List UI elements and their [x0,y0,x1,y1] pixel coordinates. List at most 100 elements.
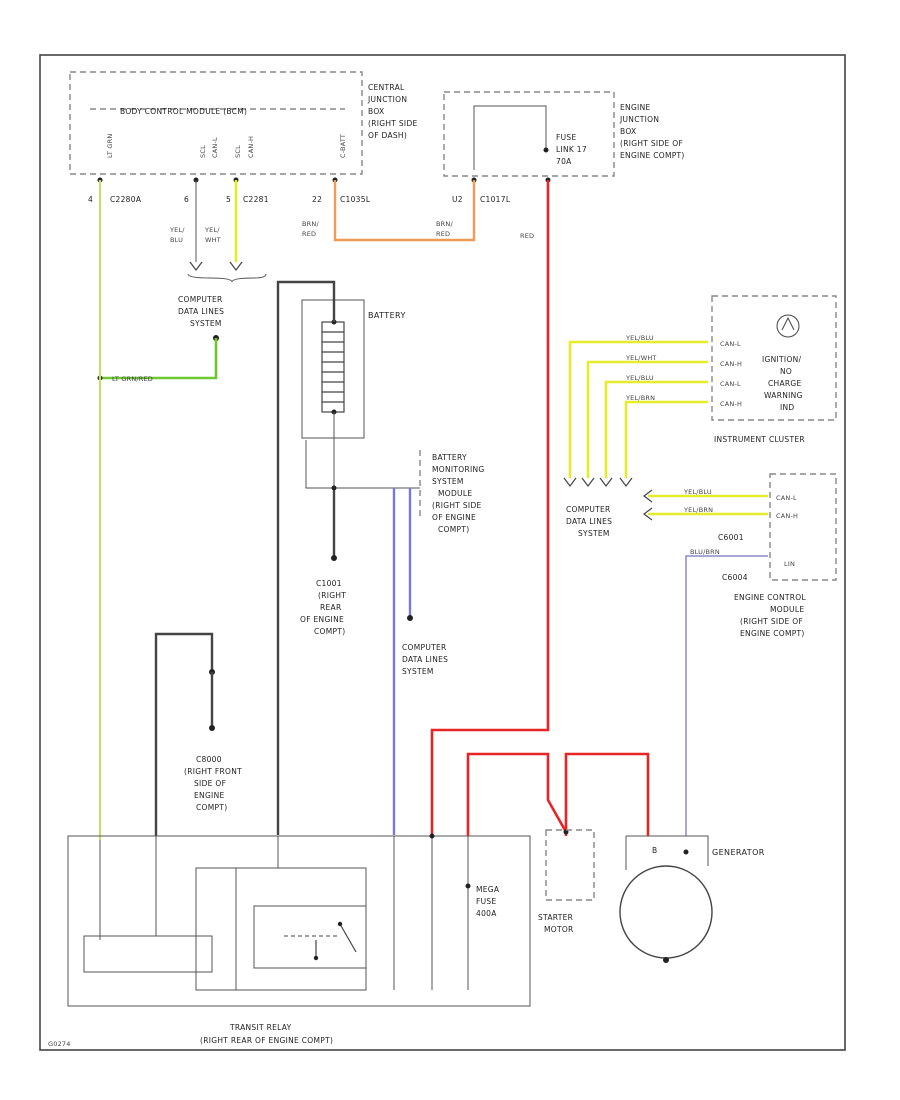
svg-text:CENTRAL: CENTRAL [368,83,405,92]
cdl-right-label: COMPUTER DATA LINES SYSTEM [566,505,612,538]
connector-c1035l: C1035L [340,195,371,204]
charge-warning-lamp-icon [776,314,800,338]
svg-text:SIDE OF: SIDE OF [194,779,226,788]
svg-text:LIN: LIN [784,560,795,568]
generator-terminal: B [652,846,657,855]
svg-text:BRN/: BRN/ [302,220,319,228]
svg-text:SYSTEM: SYSTEM [190,319,222,328]
svg-text:STARTER: STARTER [538,913,573,922]
ecm-lin-wire [685,555,768,836]
bcm-pin-5: CAN-H [247,136,255,158]
bcm-connectors [97,177,551,183]
svg-text:JUNCTION: JUNCTION [367,95,407,104]
svg-text:400A: 400A [476,909,497,918]
svg-text:(RIGHT: (RIGHT [318,591,346,600]
brn-red-labels: BRN/ RED BRN/ RED [302,220,453,238]
connector-c1017l: C1017L [480,195,511,204]
svg-text:BRN/: BRN/ [436,220,453,228]
svg-text:YEL/BLU: YEL/BLU [625,374,654,382]
svg-text:(RIGHT REAR OF ENGINE COMPT): (RIGHT REAR OF ENGINE COMPT) [200,1036,333,1045]
red-main-wire [430,180,550,835]
svg-text:ENGINE COMPT): ENGINE COMPT) [620,151,685,160]
footer-code: G0274 [48,1040,71,1048]
red-starter-wire [466,752,568,836]
data-line-brace [187,273,267,283]
svg-text:YEL/WHT: YEL/WHT [625,354,657,362]
bcm-pin-2: SCL [199,145,207,158]
battery-label: BATTERY [368,311,406,320]
pin-6: 6 [184,195,189,204]
svg-text:YEL/BRN: YEL/BRN [683,506,713,514]
svg-text:ENGINE: ENGINE [620,103,651,112]
svg-text:FUSE: FUSE [556,133,577,142]
ecm-pin-labels: CAN-L CAN-H LIN [776,494,798,568]
starter-label: STARTER MOTOR [538,913,573,934]
data-line-arrows [189,261,243,271]
bcm-module-box [69,71,363,175]
svg-text:DATA LINES: DATA LINES [402,655,448,664]
ground-c8000 [209,725,215,731]
svg-text:CAN-L: CAN-L [720,340,741,348]
svg-text:ENGINE COMPT): ENGINE COMPT) [740,629,805,638]
svg-text:SYSTEM: SYSTEM [578,529,610,538]
central-junction-label: CENTRAL JUNCTION BOX (RIGHT SIDE OF DASH… [367,83,418,140]
pin-4: 4 [88,195,93,204]
bcm-pin-3: CAN-L [211,137,219,158]
pin-u2: U2 [452,195,463,204]
starter-motor-box [545,829,595,901]
svg-text:CAN-L: CAN-L [776,494,797,502]
red-label: RED [520,232,534,240]
ground-c8000-label: C8000 (RIGHT FRONT SIDE OF ENGINE COMPT) [184,755,242,812]
pin-5: 5 [226,195,231,204]
relay-contact [315,923,357,958]
svg-text:MODULE: MODULE [770,605,804,614]
svg-text:COMPUTER: COMPUTER [178,295,223,304]
cluster-data-wires [563,340,708,487]
bcm-pin-1: LT GRN [106,134,114,158]
svg-text:(RIGHT SIDE OF: (RIGHT SIDE OF [740,617,803,626]
bms-node [331,485,337,491]
svg-text:ENGINE: ENGINE [194,791,225,800]
svg-text:REAR: REAR [320,603,342,612]
relay-switch-box [253,905,367,969]
bcm-pin-4: SCL [234,145,242,158]
engine-junction-box [443,91,615,177]
bms-frame [305,440,420,489]
svg-text:BOX: BOX [368,107,384,116]
svg-text:YEL/BLU: YEL/BLU [683,488,712,496]
engine-junction-label: ENGINE JUNCTION BOX (RIGHT SIDE OF ENGIN… [619,103,685,160]
ecm-data-arrows [643,489,653,521]
svg-text:C8000: C8000 [196,755,222,764]
cdl-mid-label: COMPUTER DATA LINES SYSTEM [402,643,448,676]
svg-text:BATTERY: BATTERY [432,453,467,462]
svg-text:COMPT): COMPT) [314,627,345,636]
lamp-filament [781,316,795,331]
connector-labels: 4 C2280A 6 5 C2281 22 C1035L U2 C1017L [88,195,511,204]
svg-text:IGNITION/: IGNITION/ [762,355,802,364]
generator-ground [663,957,669,963]
diagram-border [39,54,846,1051]
svg-text:JUNCTION: JUNCTION [619,115,659,124]
c8000-ground-wire [154,632,214,836]
lt-grn-red-wire [100,338,218,380]
svg-text:ENGINE CONTROL: ENGINE CONTROL [734,593,806,602]
battery-positive-wire [276,280,336,835]
generator-icon [619,865,713,959]
instrument-cluster-box [711,295,837,421]
svg-text:CAN-H: CAN-H [720,400,742,408]
svg-text:C6001: C6001 [718,533,744,542]
svg-text:(RIGHT SIDE: (RIGHT SIDE [432,501,482,510]
svg-text:C6004: C6004 [722,573,748,582]
ground-c1001 [331,555,337,561]
svg-text:(RIGHT SIDE: (RIGHT SIDE [368,119,418,128]
bms-data-node [407,615,413,621]
svg-text:YEL/BLU: YEL/BLU [625,334,654,342]
cluster-lamp-label: IGNITION/ NO CHARGE WARNING IND [762,355,802,412]
generator-label: GENERATOR [712,848,765,857]
bms-label: BATTERY MONITORING SYSTEM MODULE (RIGHT … [432,453,484,534]
fuse-link-wire [473,105,547,170]
bcm-title: BODY CONTROL MODULE (BCM) [120,107,247,116]
ecm-box [769,473,837,581]
svg-text:FUSE: FUSE [476,897,497,906]
svg-text:LINK 17: LINK 17 [556,145,587,154]
